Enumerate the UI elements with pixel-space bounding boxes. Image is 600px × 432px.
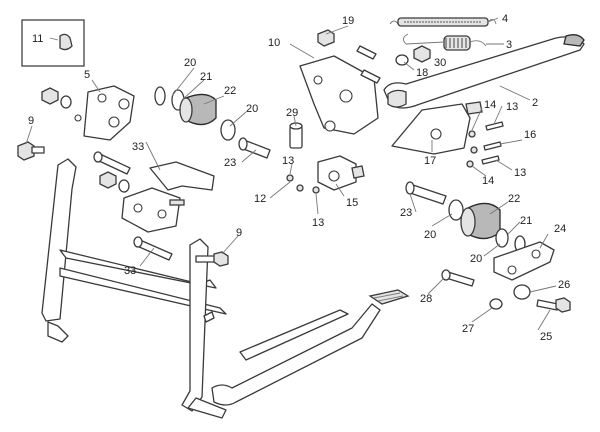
nut-part-30 <box>413 45 431 63</box>
callout-25: 25 <box>540 331 552 343</box>
bolt-part-9-right <box>195 251 229 267</box>
side-stand-leg-part-2 <box>383 34 585 109</box>
callout-14-upper: 14 <box>484 99 496 111</box>
callout-22-upper: 22 <box>224 85 236 97</box>
callout-27: 27 <box>462 323 474 335</box>
callout-21-lower: 21 <box>520 215 532 227</box>
callout-11: 11 <box>32 33 43 45</box>
callout-30: 30 <box>434 57 446 69</box>
callout-17: 17 <box>424 155 436 167</box>
bolt-part-33-lower <box>133 236 173 261</box>
callout-9-left: 9 <box>28 115 34 127</box>
callout-labels: 11 5 9 20 21 22 20 23 33 33 9 10 19 4 3 … <box>28 13 570 343</box>
callout-19: 19 <box>342 15 354 27</box>
callout-24: 24 <box>554 223 566 235</box>
callout-21-upper: 21 <box>200 71 212 83</box>
bolt-part-25 <box>536 297 571 313</box>
callout-20-lower-a: 20 <box>424 229 436 241</box>
spring-part-4 <box>389 17 497 27</box>
bolt-part-9-left <box>17 141 45 161</box>
leader-lines <box>25 17 557 331</box>
callout-12: 12 <box>254 193 266 205</box>
bushing-assembly-upper <box>154 86 271 159</box>
bolt-part-33-upper <box>93 151 131 175</box>
callout-9-right: 9 <box>236 227 242 239</box>
bracket-part-5 <box>74 85 135 141</box>
stand-bracket-middle <box>99 161 215 233</box>
callout-20-lower-b: 20 <box>470 253 482 265</box>
callout-10: 10 <box>268 37 280 49</box>
washer-part-26 <box>513 284 531 300</box>
callout-2: 2 <box>532 97 538 109</box>
bracket-part-17 <box>391 101 483 155</box>
callout-16: 16 <box>524 129 536 141</box>
inset-box-part-11 <box>21 19 85 67</box>
callout-13-right: 13 <box>514 167 526 179</box>
callout-22-lower: 22 <box>508 193 520 205</box>
callout-29: 29 <box>286 107 298 119</box>
bracket-part-24 <box>493 241 555 281</box>
callout-28: 28 <box>420 293 432 305</box>
spring-part-3 <box>403 33 487 51</box>
nut-washer-left <box>41 87 72 109</box>
sidestand-switch-part-15 <box>317 155 365 191</box>
pin-part-29 <box>289 122 303 149</box>
callout-5: 5 <box>84 69 90 81</box>
callout-13-middle: 13 <box>282 155 294 167</box>
screws-part-13-14-16-right <box>466 121 504 168</box>
callout-13-upper: 13 <box>506 101 518 113</box>
callout-23-lower: 23 <box>400 207 412 219</box>
screws-part-12-13 <box>286 174 320 194</box>
bushing-assembly-lower <box>405 181 526 253</box>
callout-20-upper-a: 20 <box>184 57 196 69</box>
callout-23-upper: 23 <box>224 157 236 169</box>
side-stand-bracket-part-10 <box>299 29 381 135</box>
callout-20-upper-b: 20 <box>246 103 258 115</box>
callout-33-upper: 33 <box>132 141 144 153</box>
callout-26: 26 <box>558 279 570 291</box>
center-stand <box>41 158 410 419</box>
callout-18: 18 <box>416 67 428 79</box>
callout-33-lower: 33 <box>124 265 136 277</box>
washer-part-27 <box>489 298 503 310</box>
callout-13-lower: 13 <box>312 217 324 229</box>
callout-4: 4 <box>502 13 508 25</box>
callout-3: 3 <box>506 39 512 51</box>
callout-14-lower: 14 <box>482 175 494 187</box>
bolt-part-28 <box>441 269 475 287</box>
callout-15: 15 <box>346 197 358 209</box>
